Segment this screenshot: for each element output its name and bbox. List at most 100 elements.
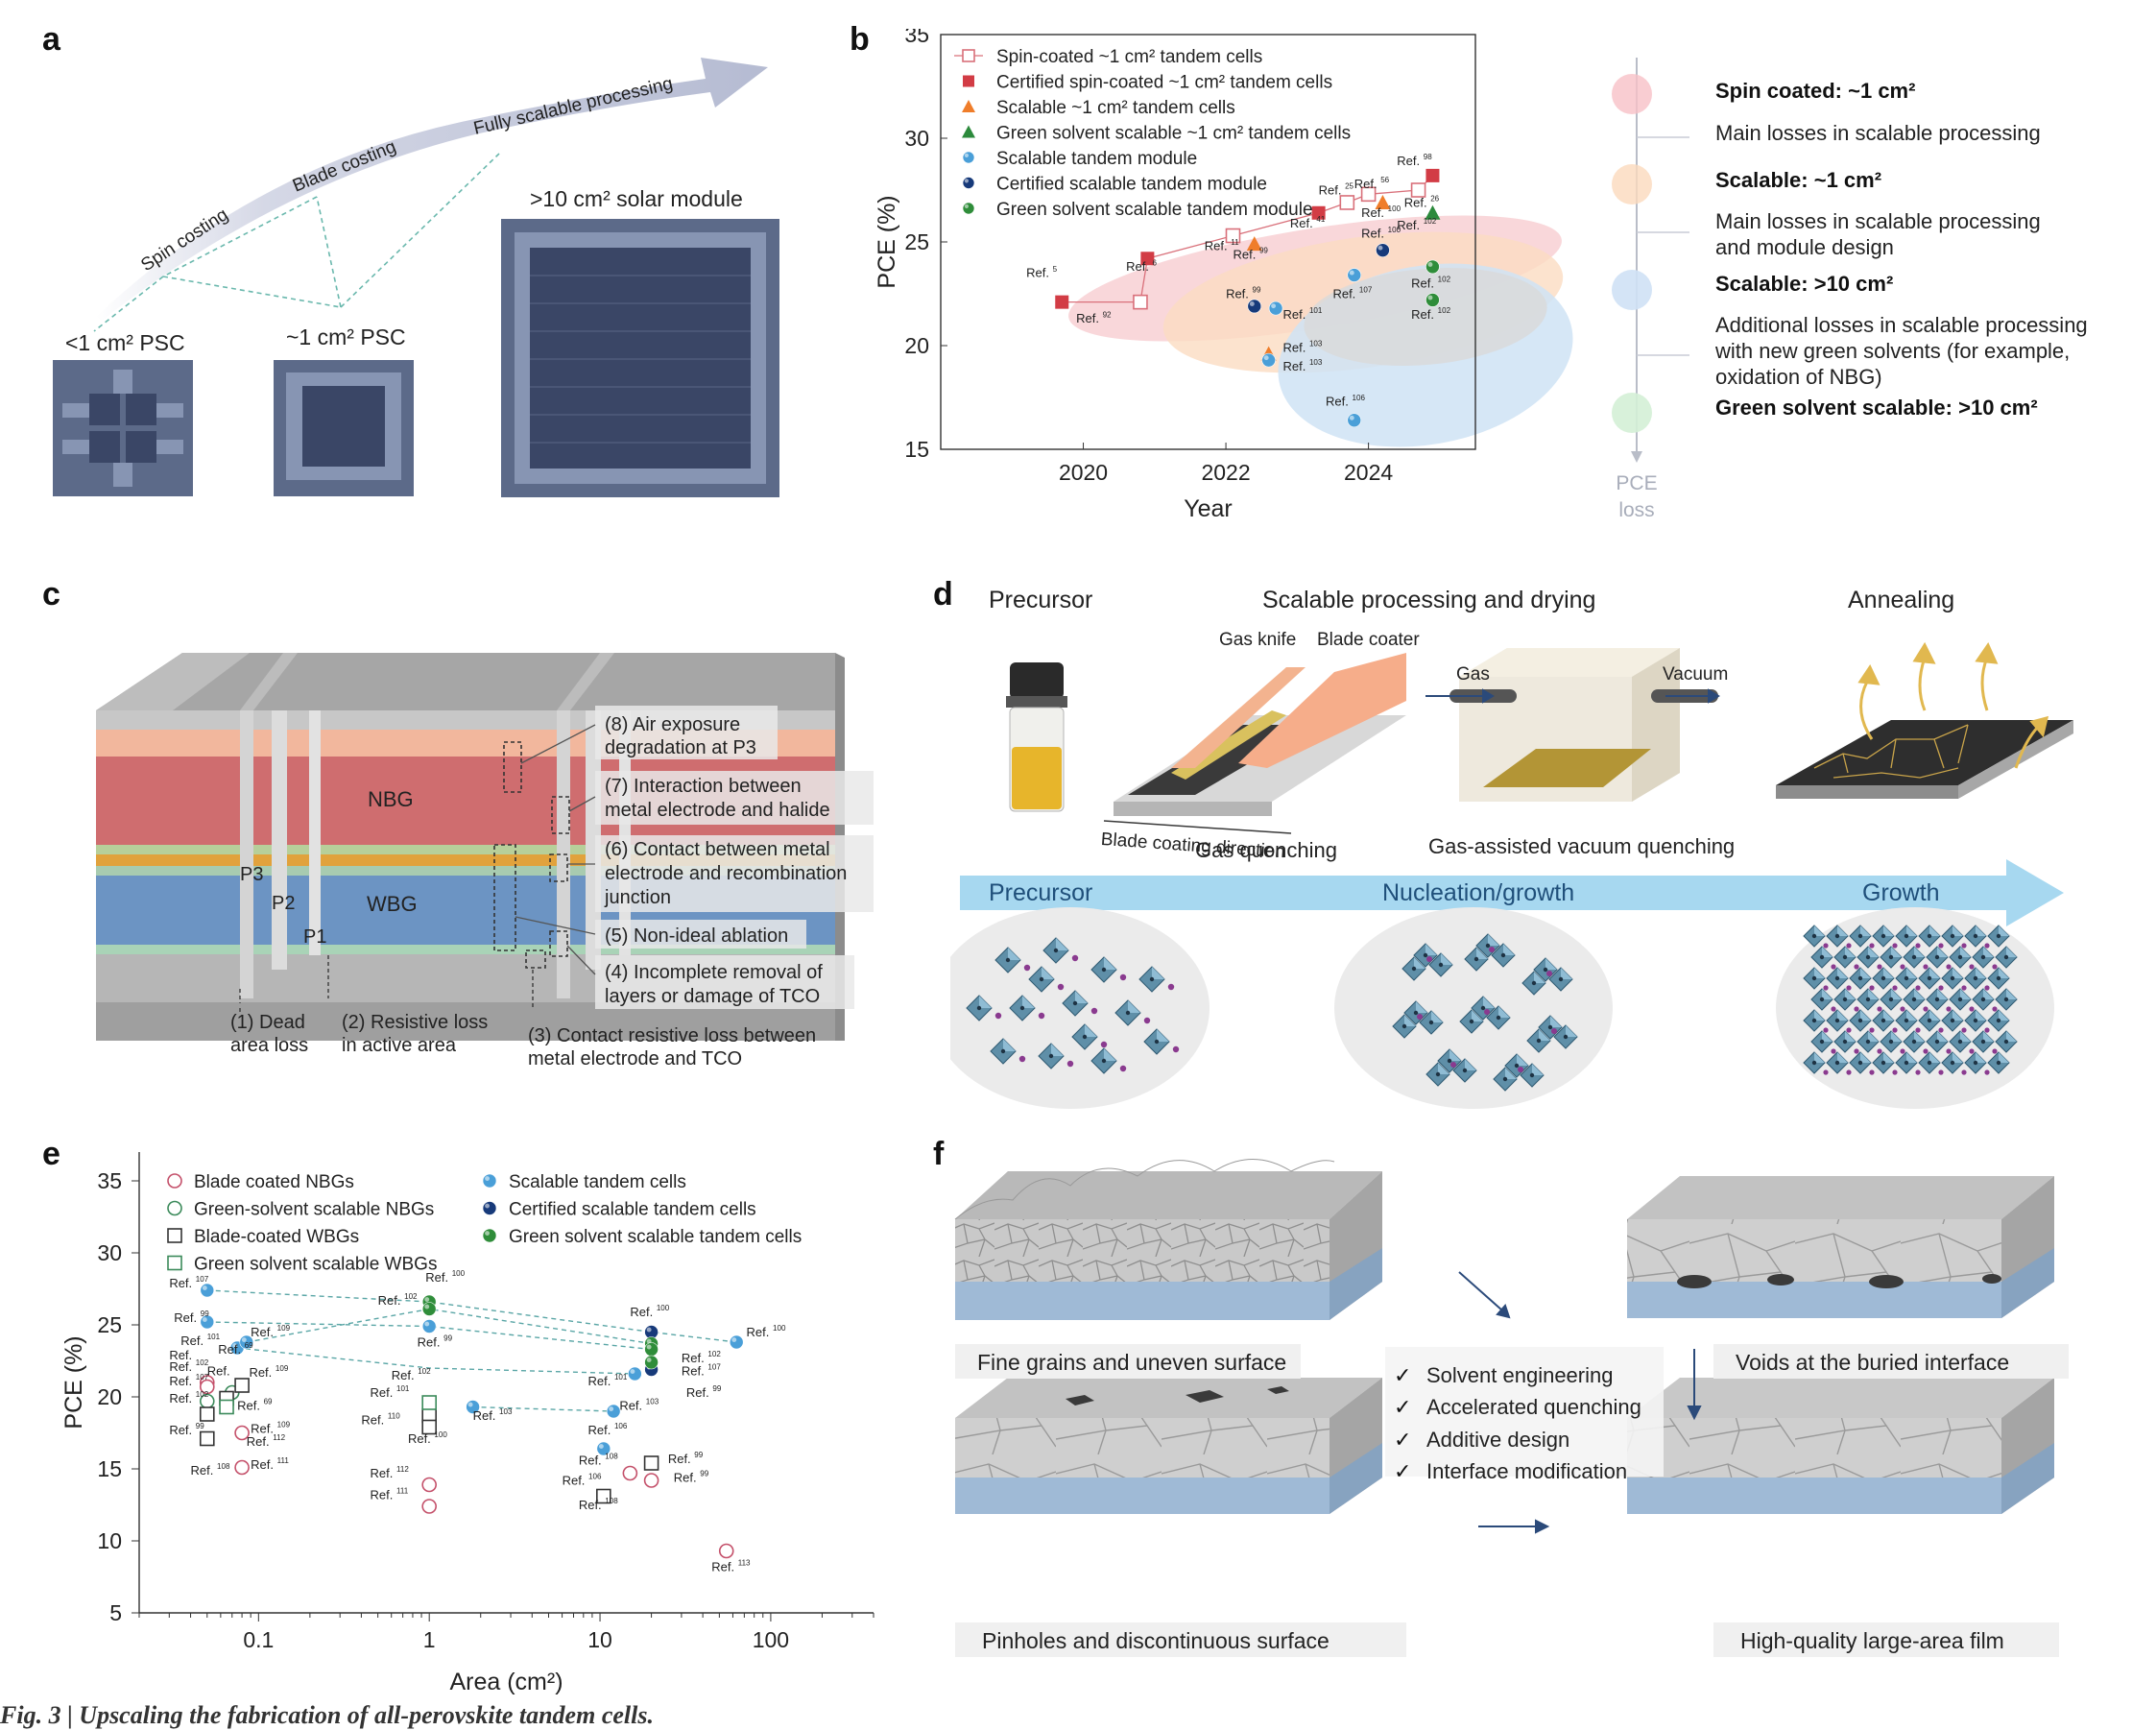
- ref-number-16: 102: [1438, 276, 1451, 284]
- nuc-oct-b-4-face: [1498, 1006, 1510, 1018]
- lattice-oct-2-6-face: [1952, 968, 1963, 978]
- precursor-octahedron-9-center: [1149, 976, 1155, 982]
- e-series-5-point-0-highlight: [646, 1327, 652, 1333]
- lattice-oct-4-4-center: [1904, 1018, 1909, 1023]
- e-series-0-point-4: [421, 1477, 437, 1493]
- legend-label-4: Scalable tandem module: [996, 149, 1197, 169]
- lattice-oct-3-1-face: [1845, 989, 1856, 999]
- e-series-6-point-3-highlight: [646, 1344, 652, 1350]
- ref-annotation-10: Ref. 98: [1397, 153, 1432, 168]
- b-series-4-point-0: [1268, 300, 1283, 316]
- panel-f-film-quality: Fine grains and uneven surface Voids at …: [954, 1159, 2069, 1657]
- lattice-oct-3-7-face: [1983, 989, 1994, 999]
- precursor-octahedron-11-face: [1042, 967, 1054, 979]
- ref-annotation-40: Ref. 113: [711, 1559, 751, 1574]
- precursor-octahedron-10-face: [1157, 1029, 1169, 1042]
- nuc-oct-c-6-face: [1438, 1063, 1449, 1074]
- ref-number-6: 102: [196, 1358, 209, 1367]
- e-legend-marker-2: [167, 1228, 182, 1243]
- pce-loss-label-1: PCE: [1616, 472, 1657, 494]
- lattice-oct-0-8-center: [1996, 933, 2001, 939]
- ref-number-30: 108: [605, 1453, 618, 1461]
- lattice-oct-1-3-face: [1891, 947, 1902, 957]
- loss-desc-module-3: oxidation of NBG): [1715, 365, 1882, 389]
- lattice-oct-1-7-center: [1980, 954, 1986, 960]
- nuc-oct-c-0-face: [1414, 957, 1425, 969]
- check-2: ✓: [1394, 1395, 1411, 1419]
- nuc-cation-2: [1546, 971, 1552, 976]
- b-series-4-point-1-highlight: [1263, 355, 1269, 361]
- legend-marker-6: [962, 202, 975, 215]
- lattice-cation-2-2: [1869, 985, 1875, 991]
- lattice-oct-0-4-center: [1904, 933, 1909, 939]
- e-y-tick-label-10: 10: [97, 1528, 122, 1553]
- loss-title-spin: Spin coated: ~1 cm²: [1715, 79, 1915, 103]
- precursor-octahedron-3-center: [1019, 1005, 1025, 1011]
- lattice-cation-0-2: [1869, 943, 1875, 949]
- legend-label-0: Spin-coated ~1 cm² tandem cells: [996, 47, 1262, 67]
- e-series-4-point-3-highlight: [241, 1337, 247, 1342]
- scribe-label-p3: P3: [240, 864, 263, 885]
- lattice-oct-4-2-center: [1857, 1018, 1863, 1023]
- lattice-oct-2-7-face: [1976, 968, 1986, 978]
- precursor-octahedron-0-face: [1008, 948, 1020, 960]
- lattice-oct-5-2-center: [1865, 1039, 1871, 1045]
- lattice-oct-4-2-face: [1860, 1010, 1871, 1021]
- lattice-oct-2-5-face: [1929, 968, 1940, 978]
- y-tick-label-20: 20: [904, 333, 929, 358]
- e-series-6-point-2-highlight: [646, 1338, 652, 1344]
- note-3-line2: metal electrode and TCO: [528, 1048, 742, 1069]
- ref-annotation-30: Ref. 108: [579, 1453, 618, 1468]
- lattice-oct-2-5-center: [1927, 975, 1932, 981]
- lattice-cation-4-0: [1823, 1027, 1829, 1033]
- legend-label-2: Scalable ~1 cm² tandem cells: [996, 98, 1235, 118]
- ref-annotation-16: Ref. 108: [191, 1462, 230, 1478]
- lattice-oct-1-2-center: [1865, 954, 1871, 960]
- nuc-oct-a-5-center: [1547, 1024, 1553, 1030]
- precursor-octahedron-6-center: [1000, 1048, 1006, 1054]
- ref-annotation-23: Ref. 100: [408, 1430, 447, 1446]
- e-series-4-point-5-highlight: [467, 1402, 473, 1407]
- lattice-oct-4-1-center: [1834, 1018, 1840, 1023]
- e-series-4-point-0: [200, 1283, 215, 1298]
- e-legend-label-0: Blade coated NBGs: [194, 1172, 354, 1192]
- lattice-oct-4-7-face: [1976, 1010, 1986, 1021]
- b-series-4-point-3: [1347, 413, 1362, 428]
- ref-number-38: 99: [694, 1451, 703, 1459]
- ref-number-22: 110: [388, 1412, 400, 1421]
- e-series-3-point-1: [421, 1395, 437, 1410]
- x-tick-label-2020: 2020: [1059, 460, 1108, 485]
- lattice-cation-4-6: [1961, 1027, 1967, 1033]
- lattice-cation-4-5: [1938, 1027, 1944, 1033]
- lattice-oct-6-7-center: [1973, 1060, 1978, 1066]
- e-legend-marker-5-highlight: [485, 1203, 490, 1209]
- precursor-octahedron-12-center: [1082, 1034, 1088, 1040]
- nuc-oct-c-4-face: [1472, 1010, 1483, 1021]
- lattice-oct-5-8-face: [2006, 1031, 2017, 1042]
- b-series-4-point-3-highlight: [1349, 415, 1354, 420]
- precursor-cation-0: [1023, 964, 1031, 972]
- legend-marker-3: [962, 125, 975, 138]
- e-y-tick-label-30: 30: [97, 1240, 122, 1265]
- lattice-oct-5-4-center: [1911, 1039, 1917, 1045]
- legend-label-5: Certified scalable tandem module: [996, 175, 1267, 195]
- precursor-octahedron-11-center: [1039, 976, 1044, 982]
- precursor-octahedron-3-face: [1022, 996, 1035, 1008]
- e-series-6-point-4-highlight: [646, 1358, 652, 1362]
- strategy-additive: Additive design: [1426, 1428, 1569, 1452]
- lattice-oct-3-4-center: [1911, 997, 1917, 1002]
- nuc-oct-b-4-center: [1496, 1015, 1501, 1021]
- legend-marker-4: [962, 151, 975, 164]
- lattice-cation-1-6: [1969, 964, 1975, 970]
- b-series-4-point-0-highlight: [1271, 303, 1277, 309]
- growth-band-arrow: [960, 859, 2064, 926]
- ref-annotation-28: Ref. 103: [619, 1398, 659, 1413]
- nuc-oct-c-3-center: [1401, 1023, 1407, 1029]
- lattice-oct-4-3-center: [1881, 1018, 1886, 1023]
- b-series-0-point-1: [1225, 228, 1241, 244]
- note-1-line1: (1) Dead: [230, 1012, 305, 1033]
- e-y-tick-label-25: 25: [97, 1312, 122, 1337]
- lattice-oct-0-6-face: [1952, 925, 1963, 936]
- scribe-label-p1: P1: [303, 926, 326, 948]
